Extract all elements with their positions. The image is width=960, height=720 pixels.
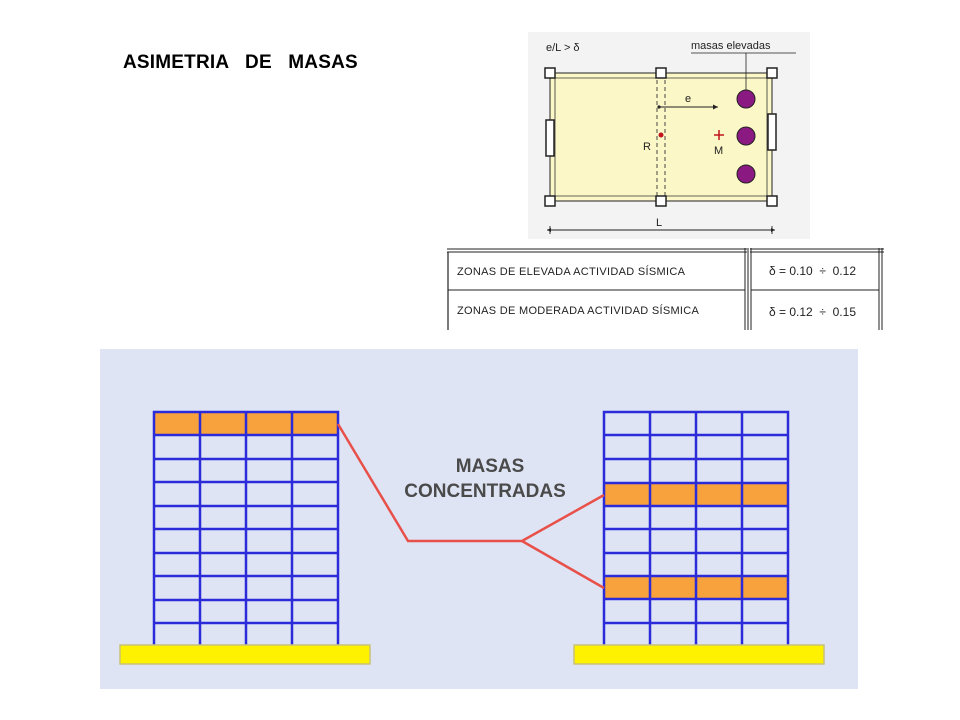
eccentricity-label: e	[685, 93, 691, 105]
plan-diagram-svg: e/L > δ masas elevadas e R M L	[544, 40, 796, 234]
zone-moderate-label: ZONAS DE MODERADA ACTIVIDAD SÍSMICA	[457, 304, 700, 317]
rigidity-center-marker	[658, 132, 664, 138]
zone-high-value: δ = 0.10 ÷ 0.12	[769, 264, 856, 278]
slide-title: ASIMETRIA DE MASAS	[123, 52, 358, 73]
column-bottom-right	[766, 195, 778, 207]
elevated-mass-3	[736, 164, 756, 184]
building-right	[573, 410, 825, 665]
foundation-right	[573, 644, 825, 665]
column-top-left	[544, 67, 556, 79]
mass-center-label: M	[714, 145, 723, 157]
building-left	[119, 410, 371, 665]
rigidity-center-label: R	[643, 141, 651, 153]
ratio-label: e/L > δ	[546, 42, 580, 54]
column-bottom-left	[544, 195, 556, 207]
leader-line-lower	[521, 539, 605, 590]
elevated-mass-1	[736, 89, 756, 109]
masses-label-line2: CONCENTRADAS	[404, 481, 566, 502]
shear-wall-right	[767, 113, 777, 151]
elevated-mass-2	[736, 126, 756, 146]
eccentricity-origin	[657, 105, 661, 109]
zone-moderate-value: δ = 0.12 ÷ 0.15	[769, 305, 856, 319]
length-label: L	[656, 217, 662, 229]
plan-diagram: e/L > δ masas elevadas e R M L	[528, 32, 810, 239]
eccentricity-arrowhead	[713, 104, 718, 110]
seismic-zones-svg: ZONAS DE ELEVADA ACTIVIDAD SÍSMICA δ = 0…	[447, 248, 884, 330]
column-top-center	[655, 67, 667, 79]
leader-line-top	[336, 423, 605, 543]
concentrated-masses-diagram: MASAS CONCENTRADAS	[100, 349, 858, 689]
table-background	[447, 248, 884, 330]
column-top-right	[766, 67, 778, 79]
diagram-background	[100, 349, 858, 689]
buildings-svg: MASAS CONCENTRADAS	[100, 349, 858, 689]
column-bottom-center	[655, 195, 667, 207]
shear-wall-left	[545, 119, 555, 157]
foundation-left	[119, 644, 371, 665]
seismic-zones-table: ZONAS DE ELEVADA ACTIVIDAD SÍSMICA δ = 0…	[447, 248, 884, 330]
masses-label: masas elevadas	[691, 40, 771, 52]
zone-high-label: ZONAS DE ELEVADA ACTIVIDAD SÍSMICA	[457, 265, 686, 278]
masses-label-line1: MASAS	[456, 456, 525, 477]
